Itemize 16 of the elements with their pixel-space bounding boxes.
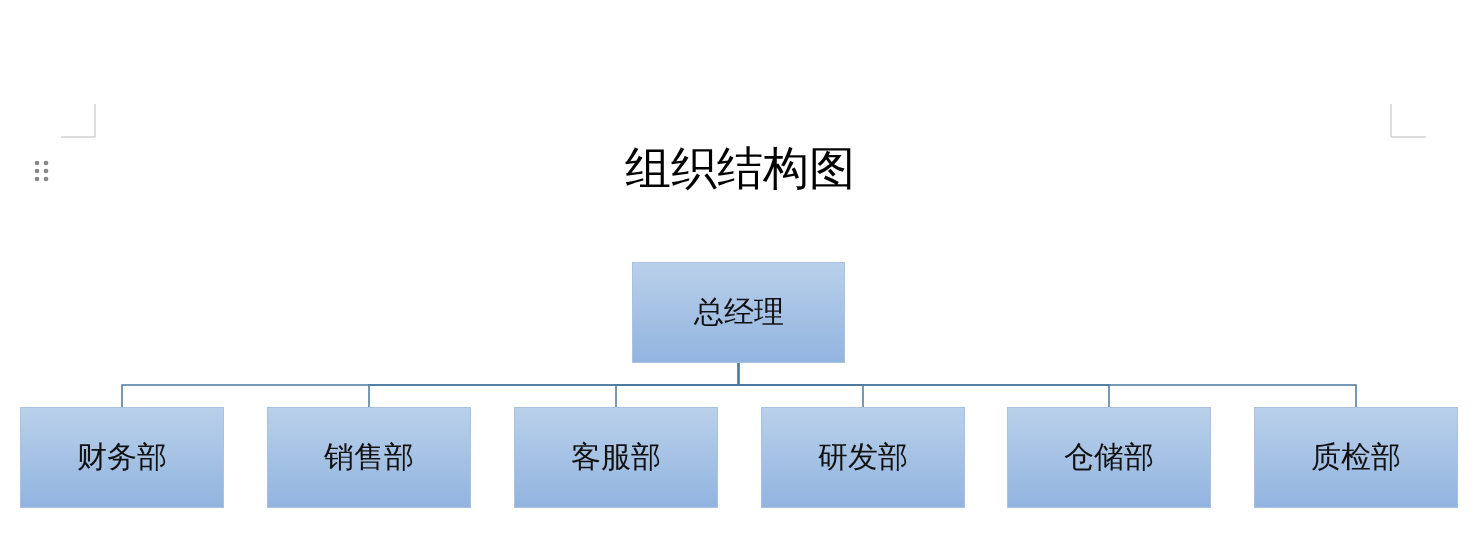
box-label: 质检部 xyxy=(1311,439,1401,475)
box-label: 研发部 xyxy=(818,439,908,475)
org-box xyxy=(1254,407,1458,508)
connector-line xyxy=(737,362,1357,408)
box-label: 总经理 xyxy=(693,294,784,330)
org-box xyxy=(761,407,965,508)
org-box xyxy=(514,407,718,508)
box-label: 客服部 xyxy=(571,439,661,475)
org-box xyxy=(632,262,845,363)
org-box xyxy=(20,407,224,508)
org-box xyxy=(267,407,471,508)
box-label: 销售部 xyxy=(324,439,414,475)
box-label: 仓储部 xyxy=(1064,439,1154,475)
org-box xyxy=(1007,407,1211,508)
diagram-title: 组织结构图 xyxy=(624,143,855,194)
box-label: 财务部 xyxy=(77,439,167,475)
